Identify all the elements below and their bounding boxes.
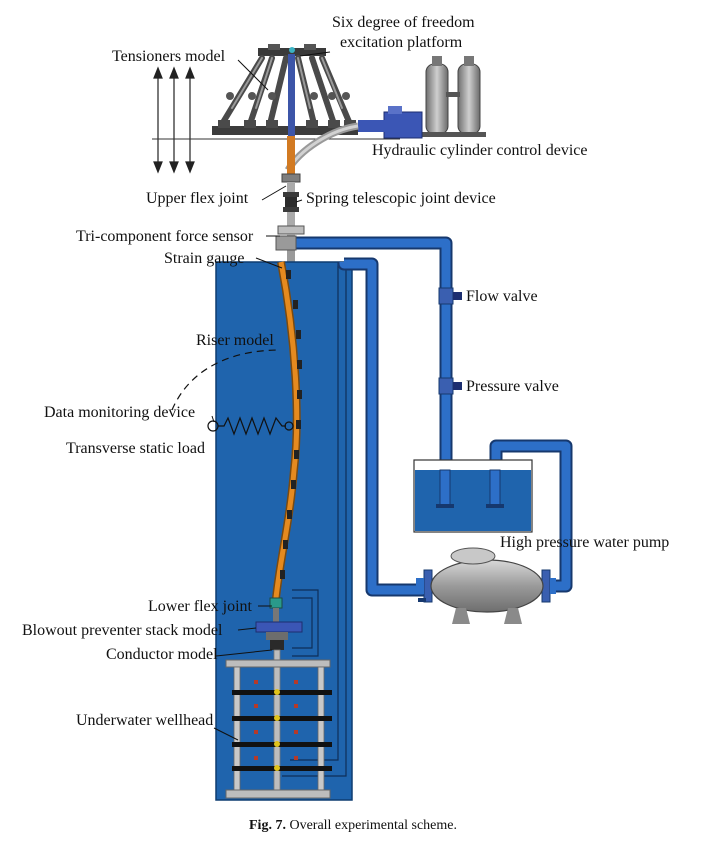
label-tensioners-model: Tensioners model (112, 48, 226, 65)
label-hydraulic-cylinder: Hydraulic cylinder control device (372, 142, 588, 159)
hydraulic-cylinder-device (284, 56, 486, 172)
label-strain-gauge: Strain gauge (164, 250, 245, 267)
water-pump (416, 547, 556, 624)
label-underwater-wellhead: Underwater wellhead (76, 712, 214, 729)
label-conductor-model: Conductor model (106, 646, 218, 663)
label-riser-model: Riser model (196, 332, 274, 349)
tank-internal-pipes (282, 262, 347, 777)
leader-lines (211, 51, 331, 741)
six-dof-platform (212, 44, 358, 136)
label-data-monitoring: Data monitoring device (44, 404, 196, 421)
caption-text: Overall experimental scheme. (289, 818, 457, 833)
label-upper-flex-joint: Upper flex joint (146, 190, 249, 207)
label-bop-stack: Blowout preventer stack model (22, 622, 223, 639)
figure-caption: Fig. 7. Overall experimental scheme. (0, 818, 706, 834)
label-spring-telescopic: Spring telescopic joint device (306, 190, 496, 207)
label-flow-valve: Flow valve (466, 288, 538, 305)
riser-model (272, 261, 302, 599)
label-lower-flex-joint: Lower flex joint (148, 598, 252, 615)
transverse-spring (207, 416, 294, 436)
label-pressure-valve: Pressure valve (466, 378, 559, 395)
underwater-wellhead (225, 659, 332, 799)
label-tri-component-sensor: Tri-component force sensor (76, 228, 254, 245)
data-monitoring-link (171, 349, 281, 411)
label-six-dof-line2: excitation platform (340, 34, 463, 51)
circulation-piping (295, 236, 573, 597)
reservoir (413, 459, 533, 533)
flow-valve-body (438, 287, 462, 305)
sensor-tee (275, 235, 297, 251)
label-six-dof-line1: Six degree of freedom (332, 14, 475, 31)
label-water-pump: High pressure water pump (500, 534, 670, 551)
pressure-valve-body (438, 377, 462, 395)
caption-prefix: Fig. 7. (249, 818, 286, 833)
excitation-arrows (153, 66, 195, 174)
label-transverse-load: Transverse static load (66, 440, 205, 457)
